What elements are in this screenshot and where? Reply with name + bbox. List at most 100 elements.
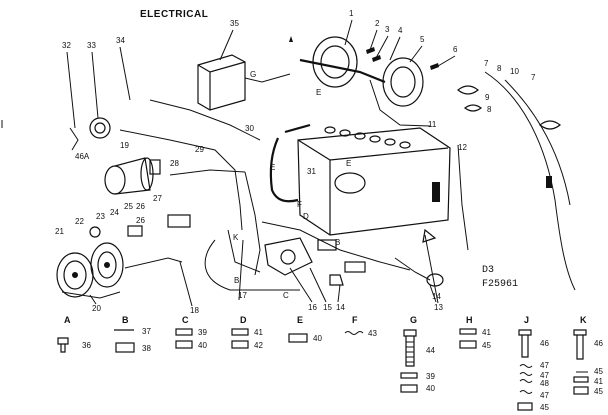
callout-32: 32: [62, 41, 71, 50]
legend-h-item-1: 41: [482, 328, 491, 337]
pulley-left: [56, 252, 94, 298]
washer-icon-d: [231, 328, 249, 336]
bolt-icon: [403, 329, 417, 367]
legend-d-item-1: 41: [254, 328, 263, 337]
diagram-code: D3: [482, 265, 494, 276]
callout-29: 29: [195, 145, 204, 154]
legend-g-item-1: 44: [426, 346, 435, 355]
legend-a-item: 36: [82, 341, 91, 350]
diagram-letters: G E E F D B C B K E: [233, 70, 351, 300]
rear-harness-2: [504, 79, 571, 206]
screw-icon: [57, 337, 69, 353]
legend-k-letter: K: [580, 315, 587, 325]
callout-28: 28: [170, 159, 179, 168]
belt-wire: [124, 257, 183, 269]
wire-lead: [69, 127, 79, 151]
light-clips: [366, 47, 439, 70]
letter-b-diagram-2: B: [335, 238, 340, 247]
legend-c-item-2: 40: [198, 341, 207, 350]
callout-24: 24: [110, 208, 119, 217]
nut-icon-d: [231, 340, 249, 349]
legend-c-item-1: 39: [198, 328, 207, 337]
callout-9: 9: [485, 93, 490, 102]
callouts: 1 2 3 4 5 6 7 8 10 7 8 9 11 12 13 14 14 …: [55, 9, 536, 315]
legend-b-item-2: 38: [142, 344, 151, 353]
legend-j-item-3: 47: [540, 371, 549, 380]
callout-22: 22: [75, 217, 84, 226]
callout-6: 6: [453, 45, 458, 54]
harness-down: [244, 171, 261, 276]
solenoid: [149, 159, 161, 175]
callout-11: 11: [428, 120, 437, 129]
nut-icon-g: [400, 384, 418, 393]
letter-b-diagram: B: [234, 276, 239, 285]
switch: [167, 214, 191, 228]
battery: [297, 126, 451, 236]
washer-stack-j: [519, 364, 533, 394]
callout-21: 21: [55, 227, 64, 236]
callout-23: 23: [96, 212, 105, 221]
callout-33: 33: [87, 41, 96, 50]
lower-wire: [394, 257, 431, 281]
callout-18: 18: [190, 306, 199, 315]
legend-j-item-1: 46: [540, 339, 549, 348]
battery-cable-top: [284, 123, 311, 134]
callout-46a: 46A: [75, 152, 90, 161]
legend-g-item-2: 39: [426, 372, 435, 381]
washer-icon-h: [459, 328, 477, 335]
legend-g-item-3: 40: [426, 384, 435, 393]
callout-3: 3: [385, 25, 390, 34]
legend-c-letter: C: [182, 315, 189, 325]
harness-lower: [227, 229, 261, 273]
lamp-sockets: [457, 85, 483, 112]
callout-16: 16: [308, 303, 317, 312]
harness-loop: [204, 239, 300, 291]
callout-34: 34: [116, 36, 125, 45]
legend-j-item-6: 45: [540, 403, 549, 412]
letter-e-diagram: E: [316, 88, 321, 97]
headlight-right: [382, 57, 424, 107]
legend-k-item-4: 45: [594, 387, 603, 396]
legend-j-item-5: 47: [540, 391, 549, 400]
callout-7: 7: [484, 59, 489, 68]
letter-d-diagram: D: [303, 212, 309, 221]
pulley-right: [90, 242, 124, 288]
relay: [317, 239, 337, 251]
battery-cable: [269, 137, 299, 203]
legend-b-letter: B: [122, 315, 129, 325]
headlight-harness: [299, 58, 386, 84]
legend-g-letter: G: [410, 315, 417, 325]
connector-block: [344, 261, 366, 273]
nut-icon-c: [175, 340, 193, 349]
letter-g-diagram: G: [250, 70, 256, 79]
letter-k-diagram: K: [233, 233, 239, 242]
battery-hold: [432, 182, 440, 202]
washer-icon-k: [573, 376, 589, 383]
harness-upper: [149, 99, 261, 141]
starter-motor: [104, 157, 154, 195]
legend-h-item-2: 45: [482, 341, 491, 350]
callout-14b: 14: [336, 303, 345, 312]
callout-1: 1: [349, 9, 354, 18]
callout-4: 4: [398, 26, 403, 35]
callout-2: 2: [375, 19, 380, 28]
clip: [329, 274, 344, 286]
legend-d-letter: D: [240, 315, 247, 325]
callout-12: 12: [458, 143, 467, 152]
legend-f-letter: F: [352, 315, 358, 325]
arrow: [422, 228, 437, 243]
legend-k-item-2: 45: [594, 367, 603, 376]
callout-31: 31: [307, 167, 316, 176]
tail-lamp: [539, 120, 561, 130]
harness-right: [261, 221, 411, 271]
nut-icon-k: [573, 386, 589, 395]
callout-15: 15: [323, 303, 332, 312]
diagram-title: ELECTRICAL: [140, 9, 208, 20]
bolt-icon-j: [518, 329, 532, 358]
nut-icon-h: [459, 340, 477, 349]
callout-26: 26: [136, 202, 145, 211]
legend-h-letter: H: [466, 315, 473, 325]
legend-e-item: 40: [313, 334, 322, 343]
